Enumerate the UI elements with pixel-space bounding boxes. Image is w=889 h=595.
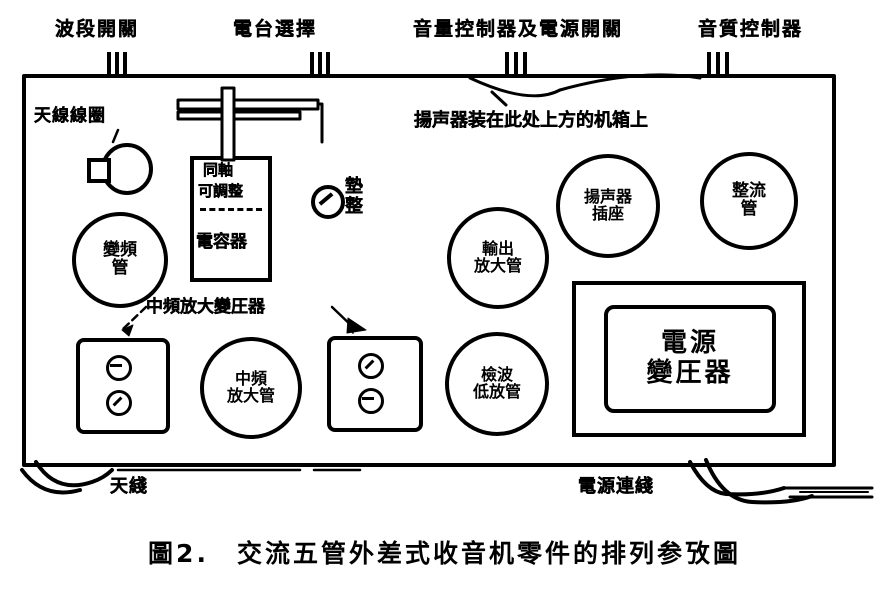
power-transformer-line1: 電源 [660, 328, 719, 359]
label-power-cord: 電源連綫 [578, 476, 654, 497]
tuning-capacitor-body [190, 156, 272, 282]
tube-output-line2: 放大管 [473, 256, 522, 275]
tube-if-amplifier: 中頻 放大管 [200, 337, 302, 439]
power-transformer-inner: 電源 變圧器 [604, 305, 776, 413]
tube-output-amplifier: 輸出 放大管 [447, 207, 549, 309]
screw-hole-icon [106, 355, 132, 381]
tube-rectifier-line1: 整流 [732, 181, 766, 202]
label-tuning-cap-line1: 同軸 [203, 161, 234, 179]
top-label-volume-power: 音量控制器及電源開關 [413, 18, 624, 40]
screw-hole-icon [106, 390, 132, 416]
shaft-group-tone-control [707, 52, 731, 76]
shaft-group-band-switch [107, 52, 131, 76]
tube-detector-line1: 檢波 [480, 365, 513, 385]
top-label-band-switch: 波段開關 [55, 18, 140, 40]
tube-rectifier-line2: 管 [740, 199, 758, 219]
note-speaker-mounting: 揚声器装在此处上方的机箱上 [414, 110, 648, 131]
tube-converter-line1: 變頻 [103, 240, 137, 261]
label-antenna-wire: 天綫 [110, 476, 148, 497]
if-transformer-can-left [76, 338, 170, 434]
tube-if-amp-line1: 中頻 [234, 369, 267, 389]
label-antenna-coil: 天線線圈 [34, 106, 106, 126]
screw-hole-icon [358, 388, 384, 414]
shaft-group-station-select [310, 52, 334, 76]
top-label-tone-control: 音質控制器 [698, 18, 804, 40]
speaker-socket-line2: 插座 [591, 204, 624, 223]
if-transformer-can-right [327, 336, 423, 432]
tube-detector-line2: 低放管 [472, 382, 521, 401]
speaker-socket-line1: 揚声器 [583, 187, 632, 207]
figure-caption: 圖2. 交流五管外差式收音机零件的排列参攷圖 [148, 539, 741, 568]
label-tuning-cap-line3: 電容器 [196, 232, 247, 252]
speaker-socket: 揚声器 插座 [556, 154, 660, 258]
power-transformer-line2: 變圧器 [646, 358, 734, 388]
tube-rectifier: 整流 管 [700, 152, 798, 250]
screw-hole-icon [358, 353, 384, 379]
top-label-station-select: 電台選擇 [233, 18, 318, 40]
shaft-group-volume-power [505, 52, 529, 76]
trimmer-screw-icon [311, 185, 345, 219]
tube-converter-line2: 管 [111, 258, 129, 278]
tube-output-line1: 輸出 [481, 239, 514, 259]
tube-converter: 變頻 管 [72, 212, 168, 308]
label-if-transformer: 中頻放大變圧器 [146, 297, 265, 317]
tube-if-amp-line2: 放大管 [226, 386, 275, 405]
antenna-coil-tab [87, 158, 111, 183]
label-trimmer: 墊整 [342, 176, 363, 216]
label-tuning-cap-line2: 可調整 [198, 182, 244, 200]
tube-detector: 檢波 低放管 [445, 332, 549, 436]
